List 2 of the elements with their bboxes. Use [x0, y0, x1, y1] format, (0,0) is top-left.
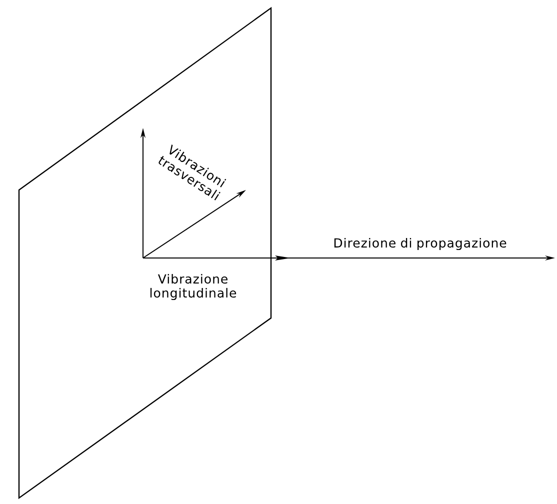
axis-label: Direzione di propagazione — [334, 238, 506, 250]
axis-label: Vibrazione longitudinale — [150, 274, 236, 300]
